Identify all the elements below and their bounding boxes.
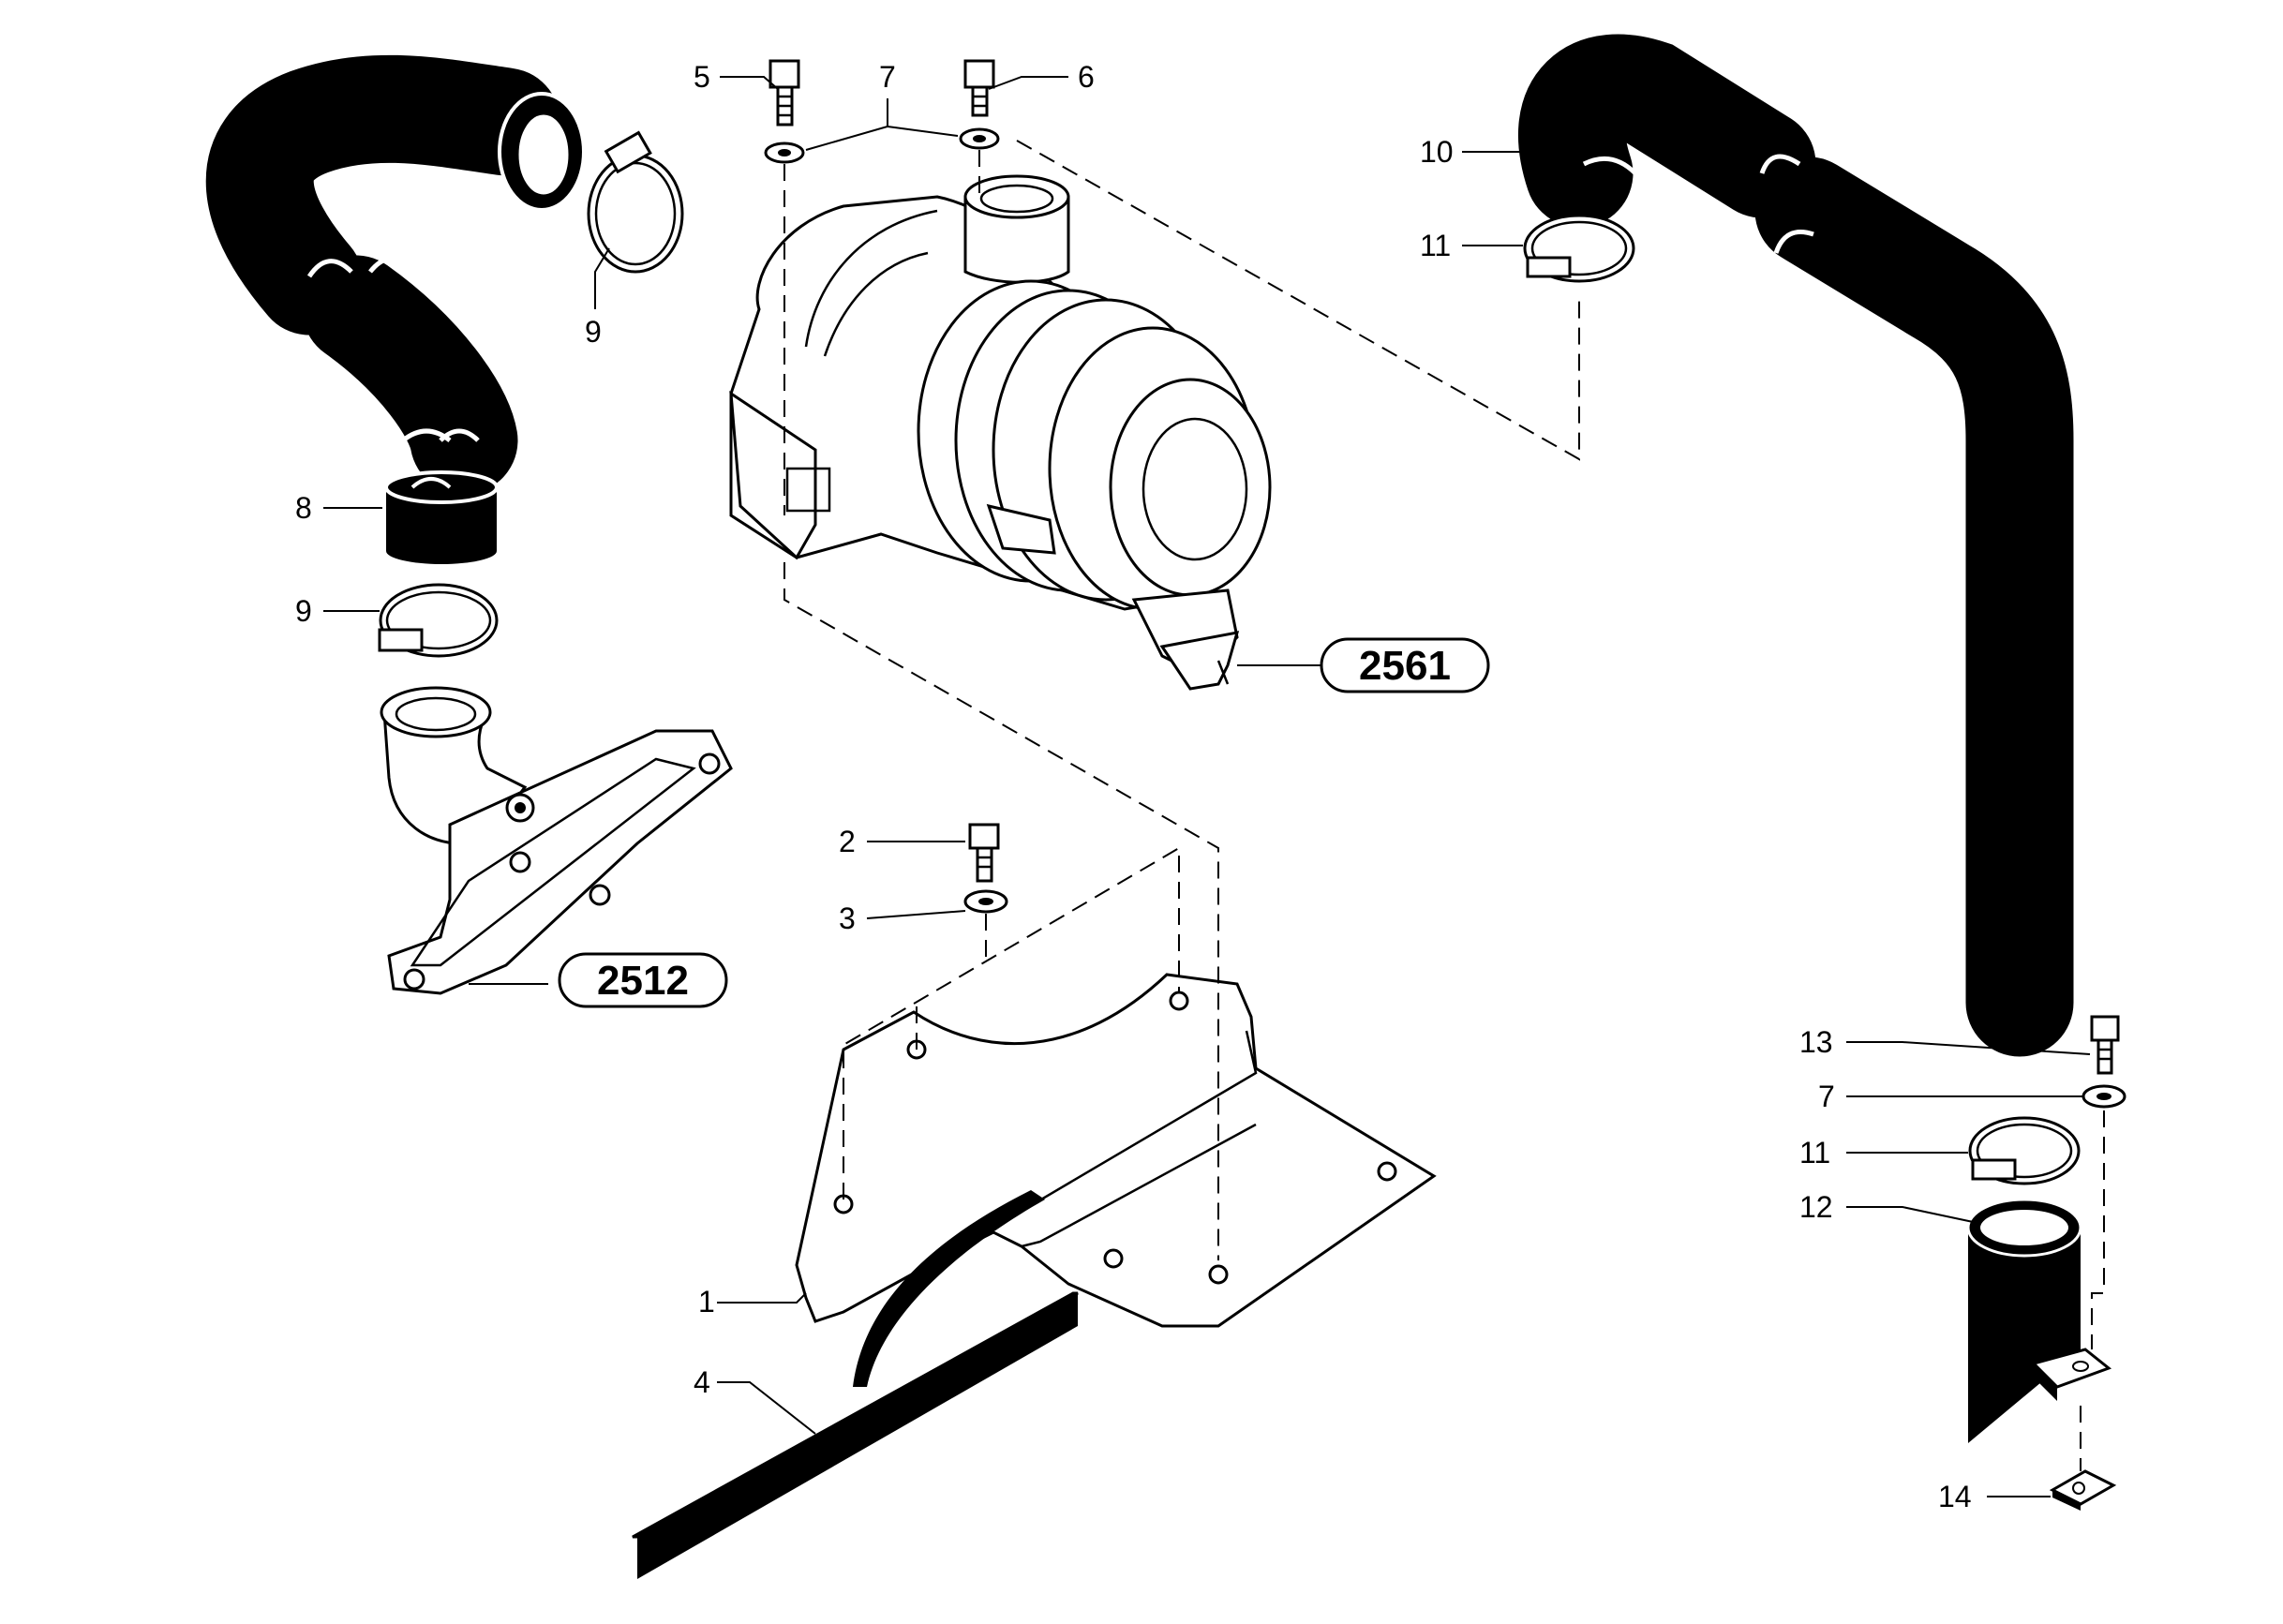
assembly-dashed-lines [783, 140, 2105, 1471]
bolt-part-13 [2090, 1015, 2120, 1075]
clip-nut-part-14 [2049, 1469, 2117, 1511]
hose-clamp-part-9-upper [587, 130, 684, 274]
washer-part-7-left [764, 142, 805, 164]
large-hose-part-10 [1518, 34, 2074, 1057]
seal-strip-part-4 [632, 1190, 1079, 1579]
hose-clamp-part-11-lower [1968, 1116, 2081, 1185]
callout-13: 13 [1799, 1025, 1833, 1059]
leader-lines [323, 76, 2091, 1497]
pipe-part-12 [1966, 1198, 2112, 1443]
intake-elbow-assembly-2512 [380, 686, 733, 995]
bolt-part-2 [968, 823, 1000, 883]
callout-9-upper: 9 [585, 315, 602, 349]
short-hose-part-8 [384, 470, 499, 564]
callout-9-lower: 9 [295, 594, 312, 628]
reference-badge-2512[interactable]: 2512 [558, 952, 728, 1008]
callout-8: 8 [295, 491, 312, 525]
washer-part-7-lower [2082, 1084, 2126, 1109]
part-callouts: 5 6 7 9 8 9 10 11 2 3 1 4 13 7 11 12 14 [295, 60, 1972, 1513]
bolt-part-6 [963, 59, 995, 117]
callout-2: 2 [839, 825, 856, 858]
reference-label-2561: 2561 [1359, 643, 1451, 689]
callout-11-upper: 11 [1420, 229, 1451, 262]
bolt-part-5 [768, 59, 800, 127]
callout-5: 5 [694, 60, 710, 94]
air-filter-assembly-2561 [729, 174, 1272, 691]
mounting-bracket-part-1 [795, 973, 1437, 1328]
upper-left-hose [205, 54, 586, 495]
callout-3: 3 [839, 901, 856, 935]
hose-clamp-part-9-lower [378, 583, 499, 658]
washer-part-3 [963, 889, 1008, 914]
hose-clamp-part-11-upper [1523, 214, 1635, 283]
callout-10: 10 [1420, 135, 1454, 169]
callout-7-top: 7 [879, 60, 896, 94]
reference-label-2512: 2512 [597, 958, 689, 1004]
callout-14: 14 [1938, 1480, 1972, 1513]
callout-4: 4 [694, 1365, 710, 1399]
callout-12: 12 [1799, 1190, 1833, 1224]
callout-1: 1 [698, 1285, 715, 1319]
callout-11-lower: 11 [1799, 1136, 1830, 1170]
callout-7-lower: 7 [1818, 1080, 1835, 1113]
callout-6: 6 [1078, 60, 1095, 94]
washer-part-7-right [959, 127, 1000, 150]
reference-badge-2561[interactable]: 2561 [1320, 637, 1490, 693]
